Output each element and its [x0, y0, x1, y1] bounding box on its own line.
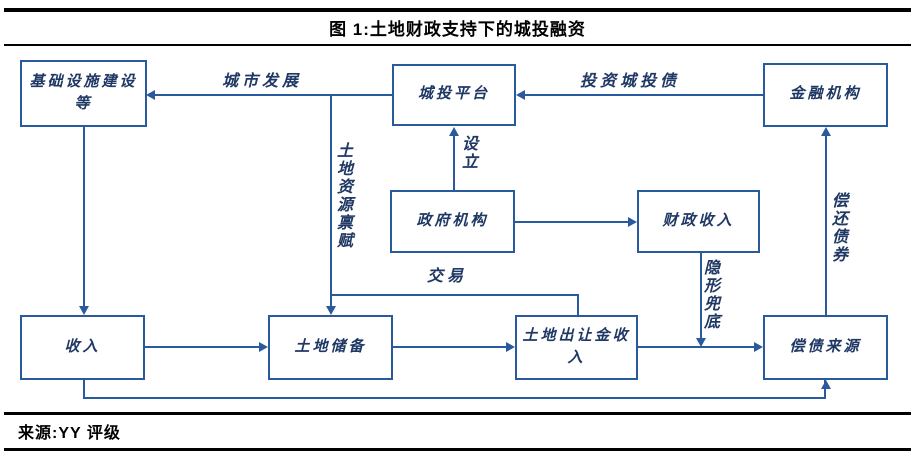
flow-line-government-to-platform [453, 136, 455, 190]
box-urban-investment-platform: 城投平台 [392, 64, 516, 126]
box-government-agency: 政府机构 [390, 190, 515, 253]
flow-line-fiscal-guarantee [700, 253, 702, 338]
arrowhead-left-icon [146, 90, 155, 100]
arrowhead-down-icon [79, 306, 89, 315]
bottom-rule-upper [4, 412, 911, 415]
edge-label-implicit-guarantee: 隐形兜底 [701, 259, 718, 331]
box-land-reserve: 土地储备 [268, 315, 393, 380]
flow-line-income-feedback-to-repayment [83, 380, 826, 399]
flow-line-infrastructure-to-income [83, 127, 85, 308]
edge-label-urban-development: 城市发展 [222, 73, 303, 90]
arrowhead-left-icon [516, 90, 525, 100]
top-rule-thin [4, 44, 911, 46]
flow-line-land-endowment-to-reserve [330, 96, 332, 308]
arrowhead-down-icon [696, 338, 706, 347]
arrowhead-right-icon [754, 342, 763, 352]
edge-label-transaction: 交易 [427, 268, 468, 285]
flow-line-transaction-to-land-transfer [330, 294, 579, 315]
box-financial-institution: 金融机构 [763, 63, 888, 127]
source-caption: 来源:YY 评级 [18, 425, 121, 442]
arrowhead-right-icon [506, 342, 515, 352]
box-infrastructure: 基础设施建设等 [20, 60, 147, 127]
box-fiscal-revenue: 财政收入 [637, 190, 760, 253]
flow-line-repayment-to-financial [825, 136, 827, 315]
edge-label-repay-bonds: 偿还债券 [829, 192, 846, 264]
flow-line-reserve-to-land-transfer [393, 346, 506, 348]
flow-line-financial-to-platform [524, 94, 763, 96]
arrowhead-right-icon [628, 217, 637, 227]
edge-label-establish: 设立 [459, 135, 476, 171]
edge-label-land-endowment: 土地资源禀赋 [334, 142, 351, 250]
arrowhead-up-icon [821, 380, 831, 389]
box-land-transfer-income: 土地出让金收入 [515, 315, 638, 380]
flow-line-government-to-fiscal [515, 221, 628, 223]
box-income: 收入 [20, 315, 145, 380]
top-rule-thick [4, 8, 911, 12]
arrowhead-up-icon [821, 127, 831, 136]
flow-line-income-to-land-reserve [145, 346, 259, 348]
arrowhead-up-icon [449, 127, 459, 136]
arrowhead-down-icon [326, 306, 336, 315]
edge-label-invest-bonds: 投资城投债 [580, 73, 681, 90]
figure-title: 图 1:土地财政支持下的城投融资 [329, 20, 586, 39]
bottom-rule-lower [4, 448, 911, 451]
box-repayment-source: 偿债来源 [763, 315, 888, 380]
flow-line-platform-to-infrastructure [154, 94, 392, 96]
arrowhead-right-icon [259, 342, 268, 352]
flow-line-land-transfer-to-repayment [638, 346, 754, 348]
